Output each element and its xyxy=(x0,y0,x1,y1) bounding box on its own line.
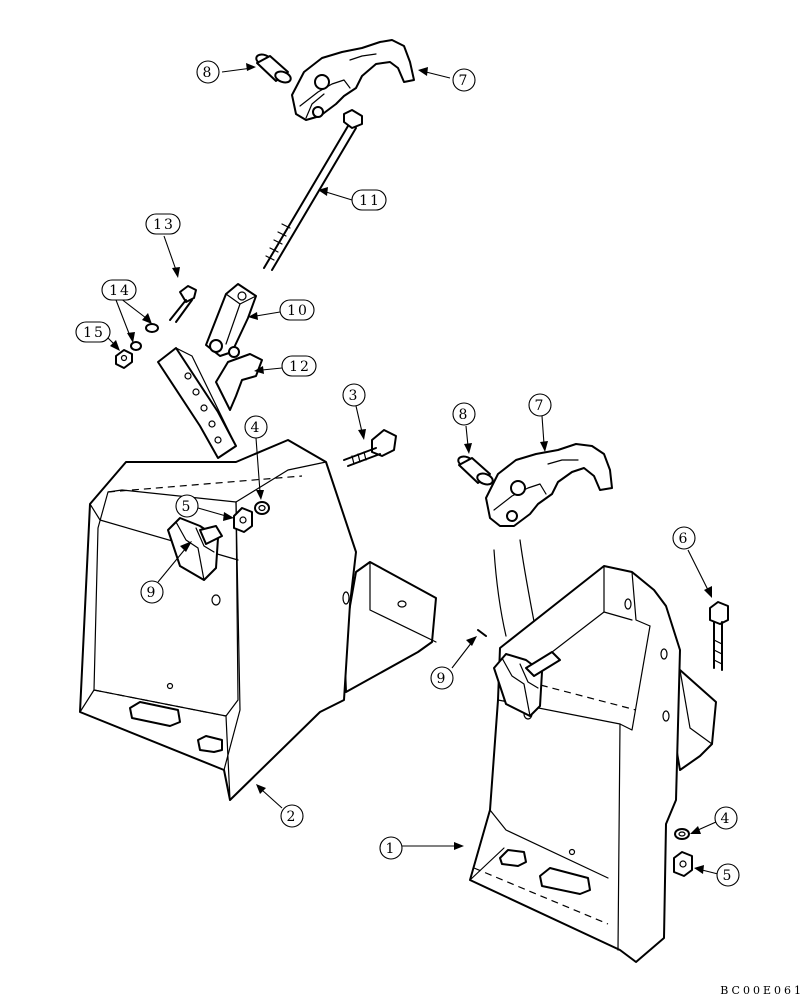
svg-text:2: 2 xyxy=(287,809,298,825)
svg-text:4: 4 xyxy=(721,811,732,827)
callout-9-left: 9 xyxy=(140,580,164,604)
callout-11: 11 xyxy=(351,189,387,211)
svg-text:12: 12 xyxy=(289,359,311,375)
svg-text:15: 15 xyxy=(83,325,105,341)
hook-top xyxy=(291,39,415,121)
bushing-right xyxy=(457,455,494,486)
hook-right xyxy=(485,443,613,527)
callout-1: 1 xyxy=(379,836,403,860)
nut-left xyxy=(233,507,253,533)
callout-9-right: 9 xyxy=(430,666,454,690)
nut-right xyxy=(673,851,693,877)
svg-text:13: 13 xyxy=(153,217,175,233)
svg-text:6: 6 xyxy=(679,531,690,547)
small-bolt xyxy=(169,285,197,323)
assembly-line xyxy=(493,549,507,637)
callout-10: 10 xyxy=(279,299,315,321)
latch-plate xyxy=(157,347,263,459)
svg-text:7: 7 xyxy=(535,398,546,414)
svg-text:11: 11 xyxy=(359,193,381,209)
svg-text:5: 5 xyxy=(182,499,193,515)
callout-6: 6 xyxy=(672,526,696,550)
callout-8-top: 8 xyxy=(196,60,220,84)
svg-text:4: 4 xyxy=(251,420,262,436)
svg-text:9: 9 xyxy=(437,671,448,687)
svg-text:14: 14 xyxy=(109,283,131,299)
assembly-line xyxy=(519,539,537,633)
callout-15: 15 xyxy=(75,321,111,343)
washers xyxy=(130,323,159,351)
left-bracket xyxy=(79,439,437,801)
callout-leaders xyxy=(105,63,719,875)
callout-3: 3 xyxy=(342,383,366,407)
bolt-6 xyxy=(709,601,729,671)
callout-5-left: 5 xyxy=(175,494,199,518)
washer-left xyxy=(254,501,270,515)
callout-7-right: 7 xyxy=(528,393,552,417)
svg-text:1: 1 xyxy=(386,841,397,857)
svg-text:3: 3 xyxy=(349,388,360,404)
small-nut xyxy=(115,349,133,369)
bolt-3 xyxy=(343,429,397,467)
callout-13: 13 xyxy=(145,213,181,235)
svg-text:7: 7 xyxy=(459,73,470,89)
callout-14: 14 xyxy=(101,279,137,301)
callout-4-left: 4 xyxy=(244,415,268,439)
svg-text:8: 8 xyxy=(459,407,470,423)
bushing-top xyxy=(255,53,292,84)
callout-4-right: 4 xyxy=(714,806,738,830)
svg-text:5: 5 xyxy=(723,868,734,884)
right-bracket xyxy=(469,565,717,963)
callout-2: 2 xyxy=(280,804,304,828)
svg-text:10: 10 xyxy=(287,303,309,319)
clevis xyxy=(205,283,257,358)
drawing-code: BC00E061 xyxy=(720,984,804,997)
pin-right xyxy=(477,629,487,637)
long-bolt xyxy=(263,109,363,271)
svg-text:9: 9 xyxy=(147,585,158,601)
svg-text:8: 8 xyxy=(203,65,214,81)
washer-right xyxy=(674,828,690,840)
callout-12: 12 xyxy=(281,355,317,377)
callout-8-right: 8 xyxy=(452,402,476,426)
callout-7-top: 7 xyxy=(452,68,476,92)
callout-5-right: 5 xyxy=(716,863,740,887)
